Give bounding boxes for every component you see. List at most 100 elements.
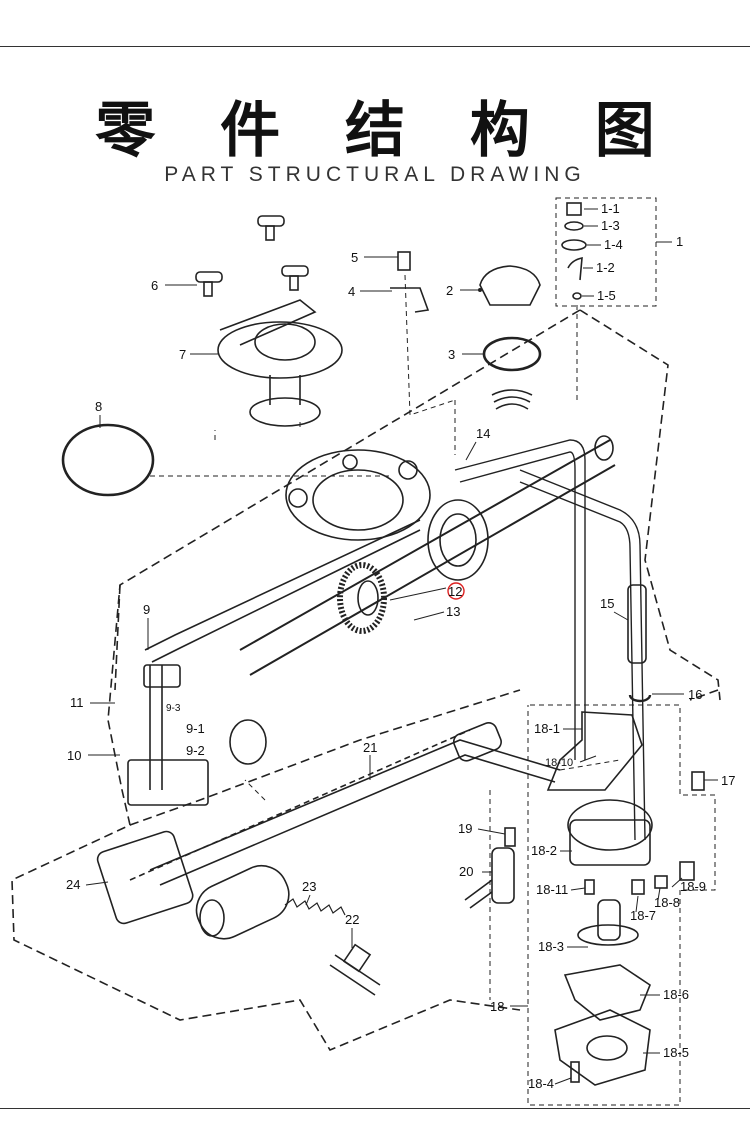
screw-top-shank <box>265 225 275 241</box>
callout-18: 18 <box>490 999 504 1014</box>
bracket-20-arm <box>464 879 493 909</box>
spindle-18-3 <box>577 924 639 946</box>
screw-6 <box>195 271 223 283</box>
callout-1-3: 1-3 <box>601 218 620 233</box>
hook-housing-inner <box>312 469 404 531</box>
leader-18-4 <box>554 1077 572 1085</box>
housing-18-5-hole <box>586 1035 628 1061</box>
plate-4 <box>390 287 430 313</box>
screw-22-head <box>342 943 372 973</box>
callout-1-4: 1-4 <box>604 237 623 252</box>
shaft-pulley-inner <box>439 513 477 567</box>
connector-lines <box>150 274 621 1000</box>
group-1-box <box>555 197 657 307</box>
screw-top <box>257 215 285 227</box>
housing-screw-hole <box>398 460 418 480</box>
block-24 <box>96 830 194 925</box>
callout-3: 3 <box>448 347 455 362</box>
screw-19 <box>504 827 516 847</box>
hook-base-18-2 <box>569 819 651 866</box>
housing-18-5 <box>554 1009 651 1086</box>
clamp-9-1 <box>143 664 181 688</box>
callout-13: 13 <box>446 604 460 619</box>
part-18-7 <box>631 879 645 895</box>
housing-screw-hole <box>342 454 358 470</box>
bottom-divider <box>0 1108 750 1109</box>
leader-14 <box>465 441 477 461</box>
leader-18-7 <box>635 895 639 913</box>
page-subtitle: PART STRUCTURAL DRAWING <box>164 163 586 186</box>
callout-24: 24 <box>66 877 80 892</box>
roller <box>195 864 290 940</box>
part-7-stem <box>269 375 301 405</box>
spring-3 <box>491 389 533 410</box>
callout-1: 1 <box>676 234 683 249</box>
callout-2: 2 <box>446 283 453 298</box>
callout-18-3: 18-3 <box>538 939 564 954</box>
screw-18-9 <box>679 861 695 881</box>
part-7-foot <box>249 397 321 427</box>
gear-12 <box>337 562 387 634</box>
screw-17 <box>691 771 705 791</box>
spindle-shaft-18-3 <box>597 899 621 941</box>
leader-23 <box>305 894 311 906</box>
callout-5: 5 <box>351 250 358 265</box>
callout-14: 14 <box>476 426 490 441</box>
callout-21: 21 <box>363 740 377 755</box>
callout-16: 16 <box>688 687 702 702</box>
leader-19 <box>477 828 506 835</box>
part-1-5 <box>572 292 582 300</box>
callout-18-2: 18-2 <box>531 843 557 858</box>
callout-18-5: 18-5 <box>663 1045 689 1060</box>
clip-16 <box>628 694 652 703</box>
ring-8 <box>61 423 155 497</box>
callout-18-11: 18-11 <box>536 882 568 897</box>
shaft-pulley <box>427 499 489 581</box>
rod-14-branch <box>519 469 646 841</box>
gear-12-hub <box>357 580 379 616</box>
callout-18-8: 18-8 <box>654 895 680 910</box>
screw-5 <box>397 251 411 271</box>
callout-22: 22 <box>345 912 359 927</box>
top-divider <box>0 46 750 47</box>
callout-18-4: 18-4 <box>528 1076 554 1091</box>
leader-24 <box>85 881 109 886</box>
leader-13 <box>413 611 445 621</box>
bracket-20 <box>491 847 515 904</box>
screw-top-right <box>281 265 309 277</box>
sleeve-21 <box>452 722 502 762</box>
spring-23 <box>284 898 346 916</box>
page-title: 零 件 结 构 图 <box>95 96 677 166</box>
callout-23: 23 <box>302 879 316 894</box>
callout-18-10: 18-10 <box>545 757 573 769</box>
plate-18-1 <box>546 711 643 791</box>
part-18-8 <box>654 875 668 889</box>
machine-arm-outline <box>114 584 719 826</box>
callout-15: 15 <box>600 596 614 611</box>
shaft-21 <box>149 739 561 886</box>
callout-8: 8 <box>95 399 102 414</box>
callout-6: 6 <box>151 278 158 293</box>
hook-18-2 <box>567 799 653 851</box>
callout-19: 19 <box>458 821 472 836</box>
screw-18-11 <box>584 879 595 895</box>
cap-2 <box>479 265 541 306</box>
screw-6-shank <box>203 281 213 297</box>
callout-20: 20 <box>459 864 473 879</box>
leader-12 <box>389 587 447 601</box>
callout-9-1: 9-1 <box>186 721 205 736</box>
callout-9: 9 <box>143 602 150 617</box>
callout-10: 10 <box>67 748 81 763</box>
leader-18-10 <box>579 755 597 763</box>
part-7-top <box>254 323 316 361</box>
oval-window <box>229 719 267 765</box>
part-1-3 <box>564 221 584 231</box>
callout-1-1: 1-1 <box>601 201 620 216</box>
leader-18-11 <box>570 887 586 891</box>
part-7-base <box>217 321 343 379</box>
hook-housing <box>285 449 431 541</box>
part-1-4 <box>561 239 587 251</box>
leader-18-9 <box>671 877 683 888</box>
